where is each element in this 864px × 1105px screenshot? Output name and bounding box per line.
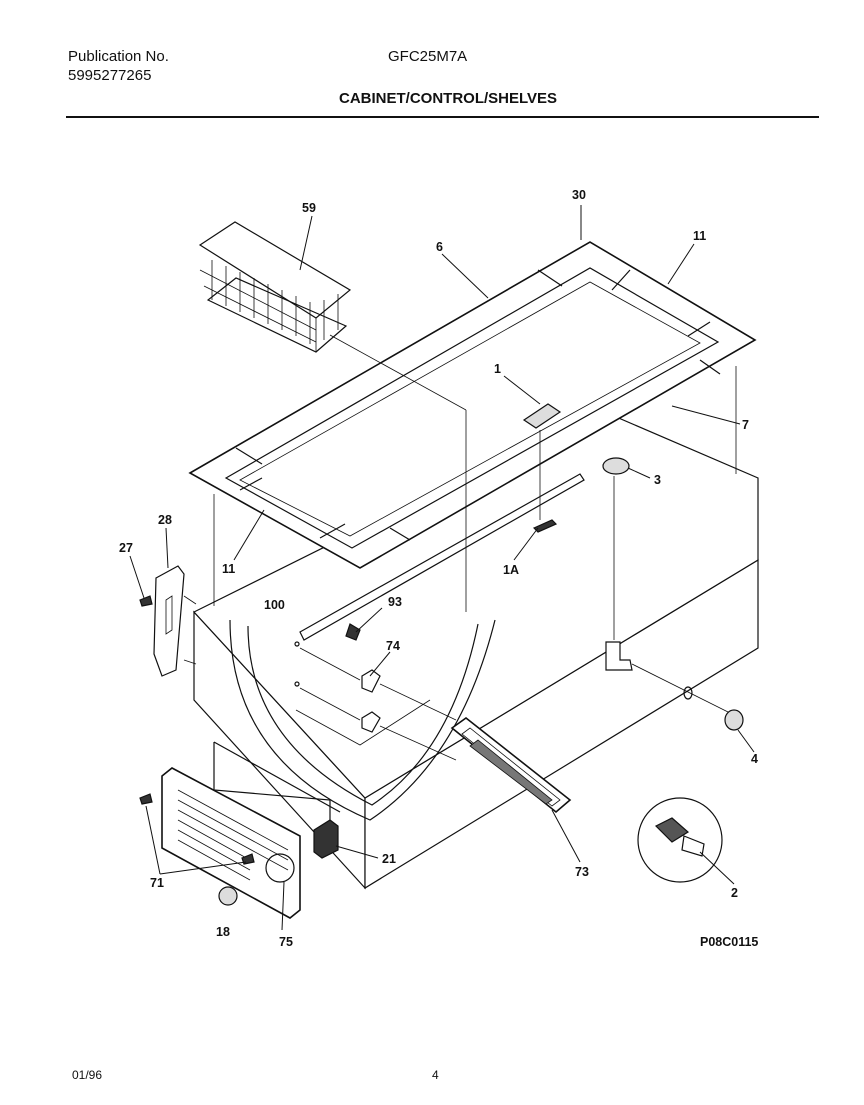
label-7: 7	[742, 418, 749, 432]
basket-part	[198, 221, 467, 612]
label-1A: 1A	[503, 563, 519, 577]
grille-parts	[139, 767, 339, 919]
nameplate-part	[450, 716, 572, 814]
hinge-part	[139, 565, 197, 677]
label-28: 28	[158, 513, 172, 527]
rail-parts	[294, 473, 585, 761]
cabinet-body	[193, 409, 759, 890]
part-labels: 59 30 6 11 1 7 3 28 27 11 1A 100 93 74 4…	[119, 188, 758, 949]
label-2: 2	[731, 886, 738, 900]
label-6: 6	[436, 240, 443, 254]
label-30: 30	[572, 188, 586, 202]
label-11-left: 11	[222, 562, 235, 576]
fitting-detail	[637, 797, 723, 883]
label-21: 21	[382, 852, 396, 866]
label-75: 75	[279, 935, 293, 949]
label-74: 74	[386, 639, 400, 653]
label-71: 71	[150, 876, 164, 890]
label-73: 73	[575, 865, 589, 879]
header-rule	[66, 116, 819, 118]
label-1: 1	[494, 362, 501, 376]
footer-page-number: 4	[432, 1068, 439, 1082]
label-93: 93	[388, 595, 402, 609]
drain-parts	[602, 457, 744, 731]
label-59: 59	[302, 201, 316, 215]
label-4: 4	[751, 752, 758, 766]
publication-number: 5995277265	[68, 67, 152, 84]
lid-frame	[188, 241, 757, 606]
label-27: 27	[119, 541, 133, 555]
label-100: 100	[264, 598, 285, 612]
label-3: 3	[654, 473, 661, 487]
section-title: CABINET/CONTROL/SHELVES	[339, 90, 558, 107]
leader-lines	[129, 205, 755, 931]
figure-code: P08C0115	[700, 935, 758, 949]
label-18: 18	[216, 925, 230, 939]
label-11-top: 11	[693, 229, 706, 243]
publication-label: Publication No.	[68, 48, 169, 65]
footer-date: 01/96	[72, 1068, 103, 1082]
model-number: GFC25M7A	[388, 48, 468, 65]
